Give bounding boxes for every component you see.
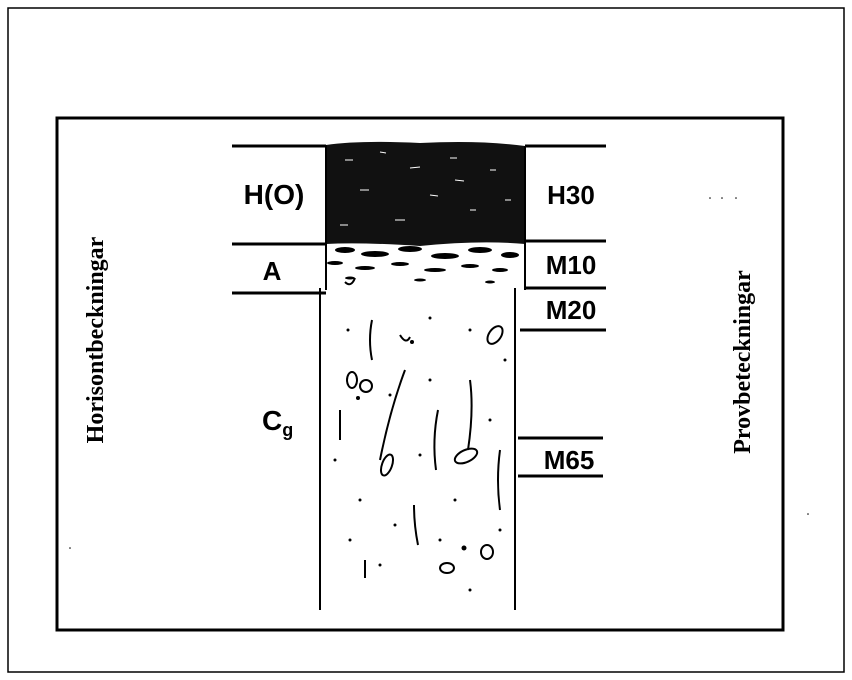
sample-label-m65: M65 xyxy=(544,445,595,475)
horizon-label-h: H(O) xyxy=(244,179,305,210)
h-layer-fill xyxy=(326,141,525,246)
sample-label-m10: M10 xyxy=(546,250,597,280)
sample-label-h30: H30 xyxy=(547,180,595,210)
a-layer-texture xyxy=(327,246,519,284)
right-axis-title: Provbeteckningar xyxy=(730,270,756,454)
horizon-label-a: A xyxy=(263,256,282,286)
soil-column xyxy=(319,141,526,610)
horizon-label-c-sub: g xyxy=(282,420,293,440)
horizon-boundaries xyxy=(232,144,326,295)
sample-boundaries xyxy=(518,144,606,478)
diagram-frame xyxy=(55,116,785,632)
scan-specks xyxy=(69,197,809,549)
c-layer-dots xyxy=(333,316,507,592)
sample-label-m20: M20 xyxy=(546,295,597,325)
h-layer-speckles xyxy=(340,151,511,226)
horizon-label-c-main: C xyxy=(262,405,282,436)
page-border xyxy=(7,7,845,673)
horizon-label-c: Cg xyxy=(262,405,293,440)
c-layer-features xyxy=(339,277,504,578)
left-axis-title: Horisontbeckningar xyxy=(83,236,109,443)
